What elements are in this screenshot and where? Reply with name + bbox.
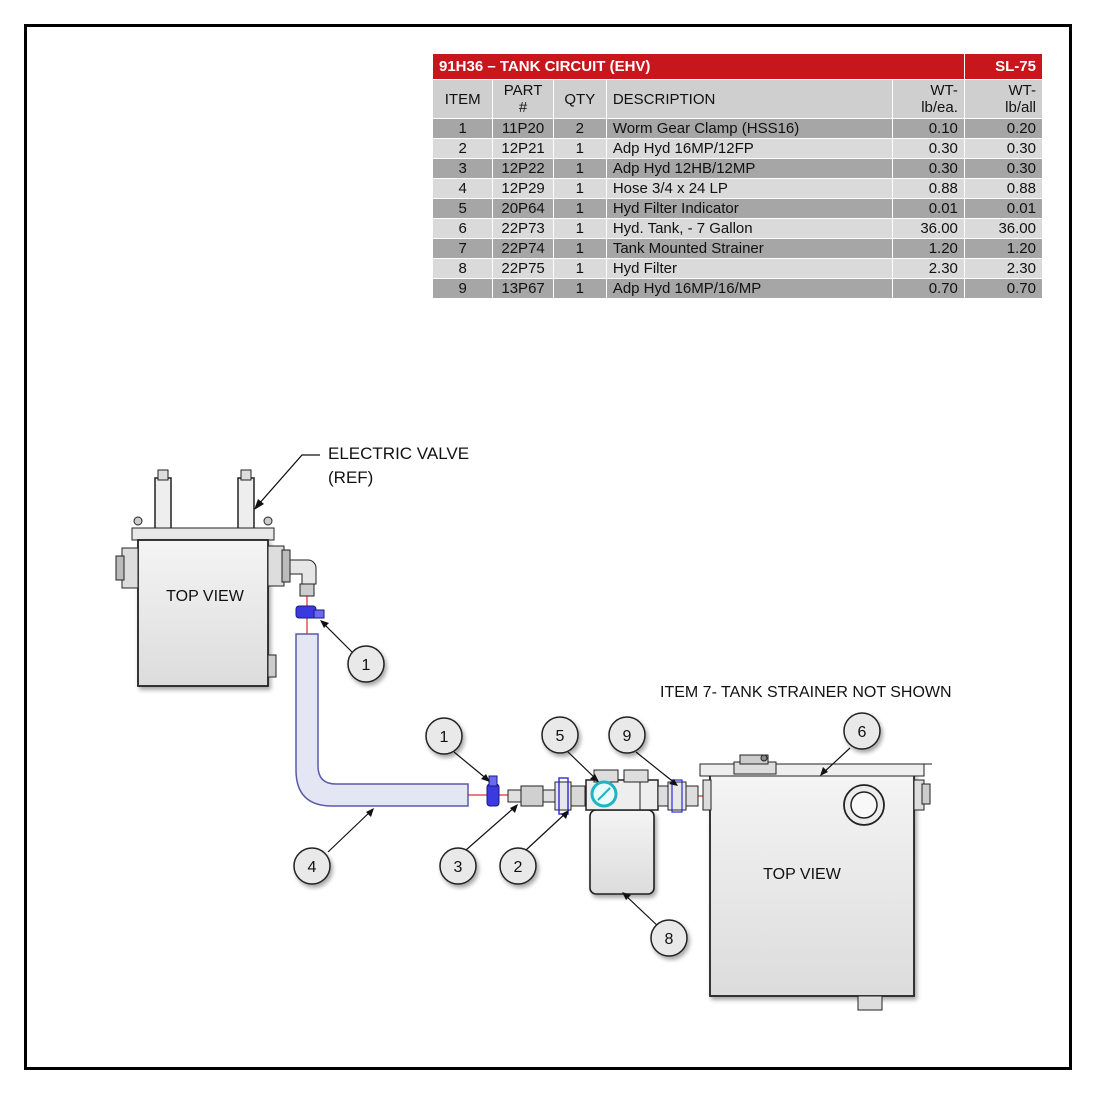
balloon-item-5: 5 — [541, 716, 579, 754]
cell-qty: 1 — [552, 218, 607, 239]
worm-gear-clamp-upper — [295, 605, 325, 619]
cell-description: Hyd Filter Indicator — [605, 198, 894, 219]
valve-top-view-label: TOP VIEW — [166, 588, 245, 605]
balloon-leaders — [321, 621, 851, 929]
balloon-label: 1 — [362, 657, 371, 674]
cell-part: 12P22 — [492, 158, 554, 179]
cell-item: 8 — [431, 258, 494, 279]
balloon-item-3: 3 — [439, 847, 477, 885]
cell-qty: 1 — [552, 278, 607, 299]
cell-wt-each: 0.88 — [892, 178, 965, 199]
cell-description: Adp Hyd 16MP/12FP — [605, 138, 894, 159]
valve-label-line2: (REF) — [328, 468, 373, 487]
cell-wt-all: 0.88 — [963, 178, 1044, 199]
cell-part: 22P74 — [492, 238, 554, 259]
header-qty: QTY — [552, 79, 607, 119]
cell-wt-each: 0.70 — [892, 278, 965, 299]
bill-of-materials-table: 91H36 – TANK CIRCUIT (EHV) SL-75 ITEM PA… — [431, 53, 1044, 299]
header-wt-all-line1: WT- — [1008, 82, 1037, 99]
cell-wt-all: 0.30 — [963, 158, 1044, 179]
worm-gear-clamp-lower — [486, 775, 500, 807]
balloon-label: 9 — [623, 728, 632, 745]
cell-qty: 1 — [552, 238, 607, 259]
cell-item: 9 — [431, 278, 494, 299]
adapter-pipe — [554, 777, 586, 815]
table-row: 1 11P20 2 Worm Gear Clamp (HSS16) 0.10 0… — [431, 118, 1044, 139]
balloon-label: 3 — [454, 859, 463, 876]
valve-callout: ELECTRIC VALVE (REF) — [254, 444, 469, 510]
balloon-arrowheads — [320, 620, 828, 900]
balloon-label: 2 — [514, 859, 523, 876]
cell-description: Adp Hyd 16MP/16/MP — [605, 278, 894, 299]
cell-wt-all: 0.30 — [963, 138, 1044, 159]
cell-part: 22P75 — [492, 258, 554, 279]
balloon-label: 1 — [440, 729, 449, 746]
table-row: 6 22P73 1 Hyd. Tank, - 7 Gallon 36.00 36… — [431, 218, 1044, 239]
cell-item: 2 — [431, 138, 494, 159]
cell-description: Hose 3/4 x 24 LP — [605, 178, 894, 199]
cell-wt-each: 36.00 — [892, 218, 965, 239]
hydraulic-filter — [585, 769, 659, 895]
header-wt-all-line2: lb/all — [1005, 99, 1036, 116]
hydraulic-tank: TOP VIEW — [699, 754, 932, 1011]
balloon-label: 4 — [308, 859, 317, 876]
balloon-label: 5 — [556, 728, 565, 745]
balloon-item-1-upper: 1 — [347, 645, 385, 683]
cell-wt-each: 2.30 — [892, 258, 965, 279]
cell-part: 13P67 — [492, 278, 554, 299]
header-wt-each-line1: WT- — [930, 82, 958, 99]
strainer-note: ITEM 7- TANK STRAINER NOT SHOWN — [660, 684, 952, 701]
header-part: PART # — [492, 79, 554, 119]
table-row: 5 20P64 1 Hyd Filter Indicator 0.01 0.01 — [431, 198, 1044, 219]
balloon-item-4: 4 — [293, 847, 331, 885]
balloon-item-9: 9 — [608, 716, 646, 754]
cell-description: Adp Hyd 12HB/12MP — [605, 158, 894, 179]
sheet-code: SL-75 — [963, 53, 1044, 80]
cell-wt-each: 1.20 — [892, 238, 965, 259]
balloon-item-1-lower: 1 — [425, 717, 463, 755]
cell-qty: 1 — [552, 258, 607, 279]
cell-part: 11P20 — [492, 118, 554, 139]
table-row: 3 12P22 1 Adp Hyd 12HB/12MP 0.30 0.30 — [431, 158, 1044, 179]
cell-wt-all: 0.70 — [963, 278, 1044, 299]
table-row: 2 12P21 1 Adp Hyd 16MP/12FP 0.30 0.30 — [431, 138, 1044, 159]
adapter-tank — [657, 779, 710, 813]
balloon-item-2: 2 — [499, 847, 537, 885]
cell-qty: 1 — [552, 138, 607, 159]
cell-description: Tank Mounted Strainer — [605, 238, 894, 259]
header-part-line2: # — [518, 99, 528, 116]
balloon-item-6: 6 — [843, 712, 881, 750]
cell-description: Worm Gear Clamp (HSS16) — [605, 118, 894, 139]
drawing-border — [24, 24, 1072, 1070]
adapter-hose-barb — [507, 785, 556, 807]
cell-wt-each: 0.10 — [892, 118, 965, 139]
tank-top-view-label: TOP VIEW — [763, 866, 842, 883]
balloon-item-8: 8 — [650, 919, 688, 957]
balloon-label: 8 — [665, 931, 674, 948]
cell-item: 7 — [431, 238, 494, 259]
header-wt-each: WT- lb/ea. — [892, 79, 965, 119]
table-row: 4 12P29 1 Hose 3/4 x 24 LP 0.88 0.88 — [431, 178, 1044, 199]
header-part-line1: PART — [503, 82, 543, 99]
cell-qty: 1 — [552, 198, 607, 219]
cell-part: 12P21 — [492, 138, 554, 159]
table-row: 7 22P74 1 Tank Mounted Strainer 1.20 1.2… — [431, 238, 1044, 259]
cell-item: 3 — [431, 158, 494, 179]
cell-item: 1 — [431, 118, 494, 139]
valve-label-line1: ELECTRIC VALVE — [328, 444, 469, 463]
cell-wt-all: 36.00 — [963, 218, 1044, 239]
cell-wt-all: 1.20 — [963, 238, 1044, 259]
header-wt-each-line2: lb/ea. — [921, 99, 958, 116]
cell-part: 22P73 — [492, 218, 554, 239]
table-row: 9 13P67 1 Adp Hyd 16MP/16/MP 0.70 0.70 — [431, 278, 1044, 299]
electric-valve: TOP VIEW — [115, 469, 317, 687]
balloon-label: 6 — [858, 724, 867, 741]
